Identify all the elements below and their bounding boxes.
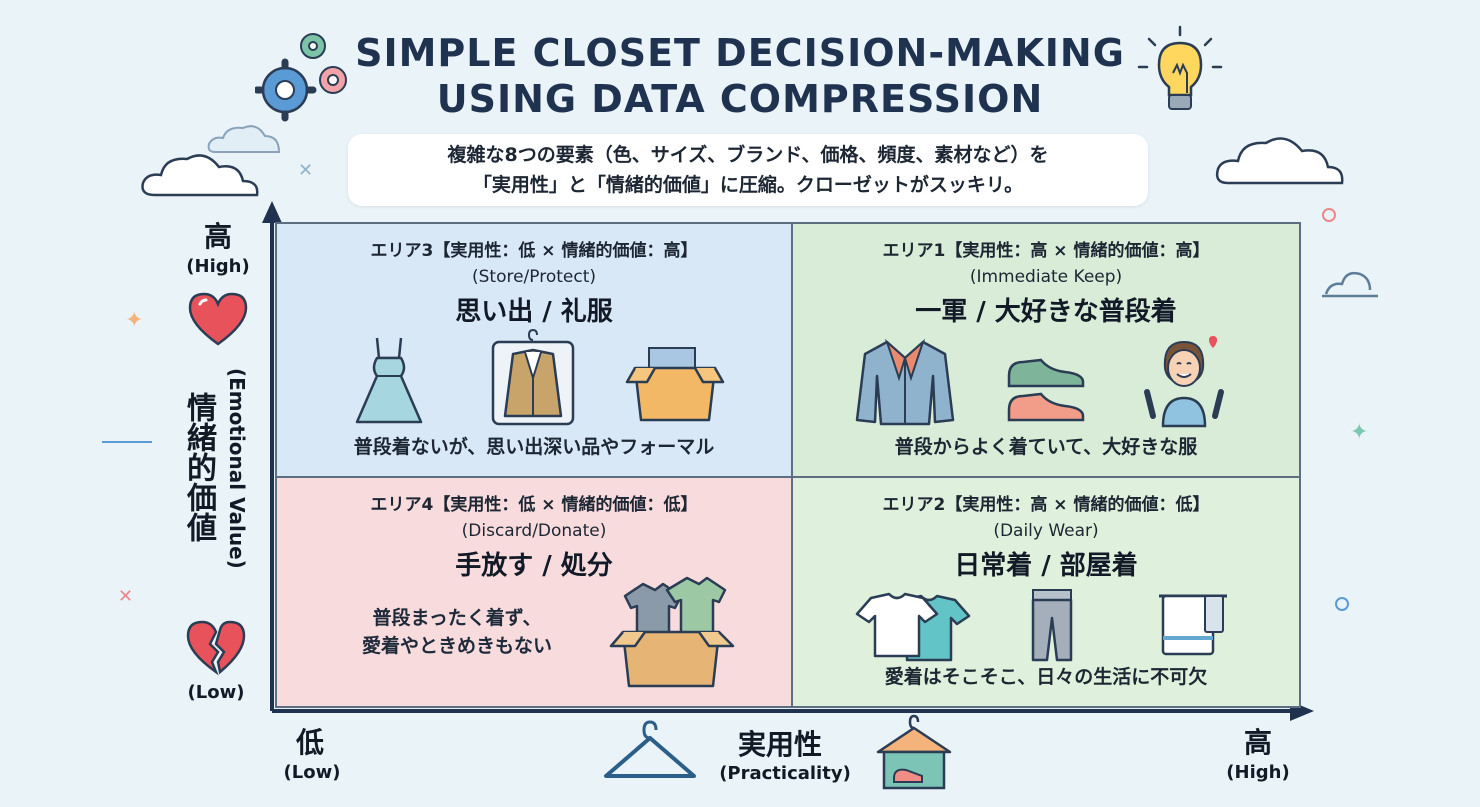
- y-axis-label-en: (Emotional Value): [225, 368, 249, 569]
- hanger-box-icon: [876, 714, 952, 790]
- heart-icon: [188, 292, 248, 346]
- quadrant-sub: (Immediate Keep): [969, 267, 1123, 287]
- lightbulb-icon: [1137, 25, 1223, 110]
- quadrant-header: エリア3【実用性：低 × 情緒的価値：高】: [370, 241, 698, 261]
- quadrant-area2: エリア2【実用性：高 × 情緒的価値：低】 (Daily Wear) 日常着 /…: [791, 476, 1301, 708]
- subtitle-box: 複雑な8つの要素（色、サイズ、ブランド、価格、頻度、素材など）を 「実用性」と「…: [348, 134, 1148, 206]
- tshirts-icon: [855, 592, 971, 662]
- sweatpants-icon: [1031, 589, 1073, 662]
- quadrant-header: エリア2【実用性：高 × 情緒的価値：低】: [882, 495, 1210, 515]
- gears-icon: [255, 33, 347, 122]
- quadrant-sub: (Daily Wear): [993, 521, 1099, 541]
- quadrant-header: エリア1【実用性：高 × 情緒的価値：高】: [882, 241, 1210, 261]
- x-axis-high-en: (High): [1226, 762, 1290, 783]
- sparkle-icon: ✦: [125, 308, 144, 333]
- happy-person-icon: [1144, 336, 1224, 428]
- quadrant-desc: 普段からよく着ていて、大好きな服: [894, 436, 1198, 458]
- quadrant-desc: 愛着はそこそこ、日々の生活に不可欠: [884, 666, 1208, 688]
- quadrant-name: 思い出 / 礼服: [455, 297, 613, 327]
- page-title: SIMPLE CLOSET DECISION-MAKING USING DATA…: [355, 31, 1125, 121]
- hanger-icon: [604, 720, 696, 778]
- y-axis-high-en: (High): [186, 256, 250, 277]
- quadrant-name: 手放す / 処分: [455, 551, 613, 581]
- cloud-icon: [1322, 271, 1378, 298]
- jacket-icon: [855, 338, 955, 426]
- dash-deco: [102, 441, 152, 443]
- quadrant-desc: 普段まったく着ず、 愛着やときめきもない: [317, 604, 597, 660]
- quadrant-name: 日常着 / 部屋着: [954, 551, 1138, 581]
- x-axis-label: 実用性: [737, 728, 822, 761]
- quadrant-area3: エリア3【実用性：低 × 情緒的価値：高】 (Store/Protect) 思い…: [275, 222, 793, 478]
- circle-deco: [1335, 597, 1349, 611]
- sparkle-icon: ✦: [1350, 420, 1369, 445]
- quadrant-desc-line: 普段まったく着ず、: [372, 607, 542, 629]
- circle-deco: [1322, 208, 1336, 222]
- dress-icon: [355, 337, 423, 424]
- x-axis-low-en: (Low): [283, 762, 341, 783]
- towels-icon: [1159, 594, 1227, 656]
- quadrant-desc: 普段着ないが、思い出深い品やフォーマル: [353, 436, 715, 458]
- cloud-icon: [1215, 137, 1344, 185]
- cloud-icon: [207, 125, 281, 153]
- x-axis-high: 高: [1243, 726, 1272, 759]
- cloud-icon: [141, 154, 259, 197]
- quadrant-header: エリア4【実用性：低 × 情緒的価値：低】: [370, 495, 698, 515]
- x-axis-low: 低: [295, 726, 324, 759]
- sparkle-icon: ✕: [118, 586, 134, 607]
- suit-bag-icon: [491, 328, 575, 426]
- quadrant-sub: (Discard/Donate): [461, 521, 607, 541]
- quadrant-area4: エリア4【実用性：低 × 情緒的価値：低】 (Discard/Donate) 手…: [275, 476, 793, 708]
- quadrant-name: 一軍 / 大好きな普段着: [915, 297, 1177, 327]
- y-axis-high: 高: [203, 220, 232, 253]
- x-axis-label-en: (Practicality): [719, 763, 851, 784]
- broken-heart-icon: [186, 620, 246, 676]
- quadrant-sub: (Store/Protect): [471, 267, 597, 287]
- y-axis-label: 情緒的価値: [181, 392, 216, 542]
- sparkle-icon: ✕: [298, 160, 314, 181]
- y-axis-low-en: (Low): [187, 682, 245, 703]
- storage-box-icon: [625, 347, 725, 422]
- subtitle-line: 複雑な8つの要素（色、サイズ、ブランド、価格、頻度、素材など）を: [447, 144, 1049, 166]
- donation-box-icon: [609, 576, 735, 688]
- quadrant-area1: エリア1【実用性：高 × 情緒的価値：高】 (Immediate Keep) 一…: [791, 222, 1301, 478]
- subtitle-line: 「実用性」と「情緒的価値」に圧縮。クローゼットがスッキリ。: [472, 174, 1024, 196]
- sneakers-icon: [1007, 358, 1085, 422]
- quadrant-desc-line: 愛着やときめきもない: [361, 635, 552, 657]
